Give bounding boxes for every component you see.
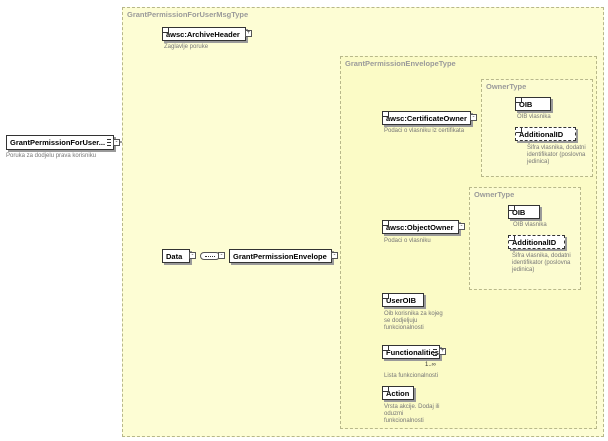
oib-label-1: OIB	[519, 100, 533, 109]
expand-icon[interactable]: -	[218, 252, 225, 259]
root-element-label: GrantPermissionForUser...	[10, 138, 106, 147]
expand-icon[interactable]: +	[245, 30, 252, 37]
root-annotation: Poruka za dodjelu prava korisniku	[6, 153, 97, 159]
envelope-type-title: GrantPermissionEnvelopeType	[345, 59, 456, 68]
reference-icon	[516, 128, 522, 133]
expand-icon[interactable]: -	[458, 223, 465, 230]
reference-icon	[383, 387, 389, 392]
oib-annotation-1: OIB vlasnika	[517, 114, 551, 120]
reference-icon	[383, 294, 389, 299]
reference-icon	[509, 206, 515, 211]
oib-label-2: OIB	[512, 208, 526, 217]
expand-icon[interactable]: -	[113, 139, 120, 146]
certificate-owner-annotation: Podaci o vlasniku iz certifikata	[384, 128, 465, 134]
functionalities-cardinality: 1..∞	[425, 362, 436, 368]
data-element[interactable]: Data	[162, 249, 190, 263]
oib-annotation-2: OIB vlasnika	[513, 222, 547, 228]
functionalities-element[interactable]: Functionalities	[382, 345, 440, 359]
reference-icon	[383, 346, 389, 351]
oib-element-2[interactable]: OIB	[508, 205, 540, 219]
reference-icon	[383, 112, 389, 117]
content-icon	[107, 139, 111, 146]
user-oib-annotation: Oib korisnika za kojeg se dodjeljuju fun…	[384, 311, 443, 331]
additional-id-annotation-2: Šifra vlasnika, dodatni identifikator (p…	[512, 253, 571, 273]
additional-id-label-2: AdditionalID	[512, 238, 557, 247]
additional-id-annotation-1: Šifra vlasnika, dodatni identifikator (p…	[527, 145, 586, 165]
reference-icon	[516, 98, 522, 103]
oib-element-1[interactable]: OIB	[515, 97, 551, 111]
root-element[interactable]: GrantPermissionForUser...	[6, 135, 114, 150]
owner-type-title-2: OwnerType	[474, 190, 515, 199]
user-oib-label: UserOIB	[386, 296, 417, 305]
certificate-owner-label: awsc:CertificateOwner	[386, 114, 467, 123]
object-owner-element[interactable]: awsc:ObjectOwner	[382, 220, 459, 234]
expand-icon[interactable]: -	[331, 252, 338, 259]
expand-icon[interactable]: -	[189, 252, 196, 259]
expand-icon[interactable]: +	[439, 348, 446, 355]
outer-type-title: GrantPermissionForUserMsgType	[127, 10, 249, 19]
additional-id-label-1: AdditionalID	[519, 130, 564, 139]
expand-icon[interactable]: -	[470, 114, 477, 121]
envelope-label: GrantPermissionEnvelope	[233, 252, 327, 261]
archive-header-label: awsc:ArchiveHeader	[166, 30, 240, 39]
reference-icon	[383, 221, 389, 226]
sequence-compositor[interactable]	[200, 252, 220, 260]
additional-id-element-2[interactable]: AdditionalID	[508, 235, 565, 249]
object-owner-label: awsc:ObjectOwner	[386, 223, 454, 232]
action-element[interactable]: Action	[382, 386, 414, 400]
action-label: Action	[386, 389, 410, 398]
owner-type-title-1: OwnerType	[486, 82, 527, 91]
object-owner-annotation: Podaci o vlasniku	[384, 238, 431, 244]
archive-header-annotation: Zaglavlje poruke	[164, 44, 209, 50]
reference-icon	[163, 28, 169, 33]
additional-id-element-1[interactable]: AdditionalID	[515, 127, 576, 141]
envelope-element[interactable]: GrantPermissionEnvelope	[229, 249, 332, 263]
functionalities-label: Functionalities	[386, 348, 439, 357]
action-annotation: Vrsta akcije. Dodaj ili oduzmi funkciona…	[384, 404, 440, 424]
functionalities-annotation: Lista funkcionalnosti	[384, 373, 439, 379]
reference-icon	[509, 236, 515, 241]
content-icon	[433, 349, 437, 356]
data-label: Data	[166, 252, 183, 261]
archive-header-element[interactable]: awsc:ArchiveHeader	[162, 27, 246, 41]
user-oib-element[interactable]: UserOIB	[382, 293, 424, 307]
certificate-owner-element[interactable]: awsc:CertificateOwner	[382, 111, 471, 125]
